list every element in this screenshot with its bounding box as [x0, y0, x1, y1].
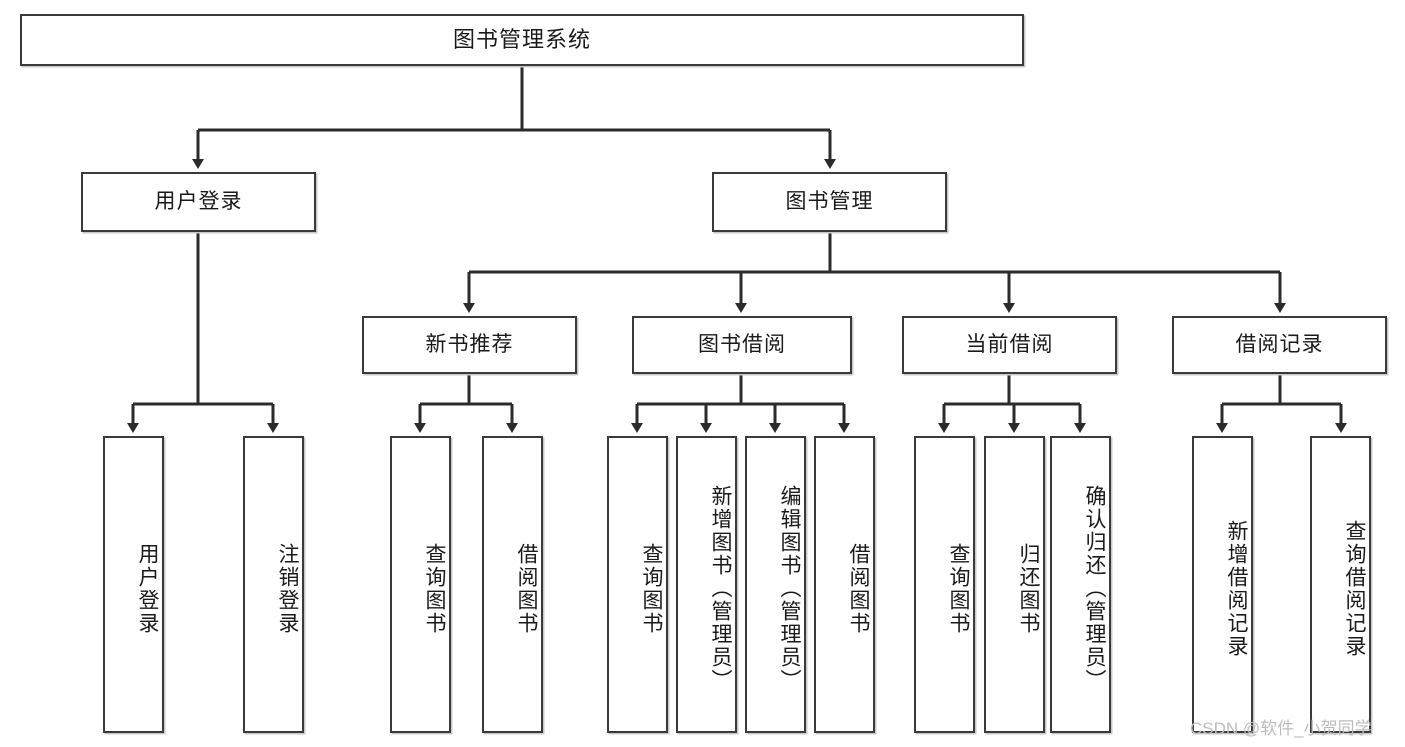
- leaf-query-borrow-record[interactable]: 查询借阅记录: [1310, 436, 1371, 733]
- leaf-query-book-recommend-label: 查询图书: [423, 542, 446, 635]
- leaf-query-book-current-label: 查询图书: [947, 542, 970, 635]
- leaf-query-borrow-record-label: 查询借阅记录: [1343, 519, 1366, 658]
- leaf-add-book-admin-label: 新增图书（管理员）: [709, 485, 732, 692]
- leaf-logout-label: 注销登录: [276, 542, 299, 635]
- leaf-confirm-return-admin-label: 确认归还（管理员）: [1083, 485, 1106, 692]
- leaf-query-book-recommend[interactable]: 查询图书: [390, 436, 451, 733]
- leaf-query-book-borrow-label: 查询图书: [640, 542, 663, 635]
- leaf-borrow-book-recommend-label: 借阅图书: [515, 542, 538, 635]
- node-root[interactable]: 图书管理系统: [20, 14, 1024, 66]
- node-borrow-record-label: 借阅记录: [1235, 333, 1324, 357]
- node-book-management-label: 图书管理: [785, 190, 874, 214]
- leaf-query-book-current[interactable]: 查询图书: [914, 436, 975, 733]
- leaf-return-book-label: 归还图书: [1017, 542, 1040, 635]
- node-new-book-recommend[interactable]: 新书推荐: [362, 316, 577, 374]
- leaf-confirm-return-admin[interactable]: 确认归还（管理员）: [1050, 436, 1111, 733]
- node-user-login-label: 用户登录: [154, 190, 243, 214]
- leaf-add-book-admin[interactable]: 新增图书（管理员）: [676, 436, 737, 733]
- node-root-label: 图书管理系统: [452, 26, 591, 52]
- leaf-borrow-book-recommend[interactable]: 借阅图书: [482, 436, 543, 733]
- leaf-borrow-book-label: 借阅图书: [847, 542, 870, 635]
- node-current-borrow-label: 当前借阅: [965, 333, 1054, 357]
- leaf-edit-book-admin[interactable]: 编辑图书（管理员）: [745, 436, 806, 733]
- leaf-user-login[interactable]: 用户登录: [103, 436, 164, 733]
- leaf-return-book[interactable]: 归还图书: [984, 436, 1045, 733]
- node-borrow-record[interactable]: 借阅记录: [1172, 316, 1387, 374]
- leaf-logout[interactable]: 注销登录: [243, 436, 304, 733]
- leaf-add-borrow-record[interactable]: 新增借阅记录: [1192, 436, 1253, 733]
- leaf-add-borrow-record-label: 新增借阅记录: [1225, 519, 1248, 658]
- node-current-borrow[interactable]: 当前借阅: [902, 316, 1117, 374]
- watermark: CSDN @软件_小贺同学: [1190, 719, 1372, 738]
- node-book-borrow-label: 图书借阅: [698, 333, 786, 357]
- leaf-user-login-label: 用户登录: [136, 542, 159, 635]
- leaf-edit-book-admin-label: 编辑图书（管理员）: [778, 485, 801, 692]
- leaf-query-book-borrow[interactable]: 查询图书: [607, 436, 668, 733]
- leaf-borrow-book[interactable]: 借阅图书: [814, 436, 875, 733]
- node-book-management[interactable]: 图书管理: [712, 172, 947, 232]
- node-new-book-recommend-label: 新书推荐: [425, 333, 514, 357]
- node-user-login[interactable]: 用户登录: [81, 172, 316, 232]
- node-book-borrow[interactable]: 图书借阅: [632, 316, 852, 374]
